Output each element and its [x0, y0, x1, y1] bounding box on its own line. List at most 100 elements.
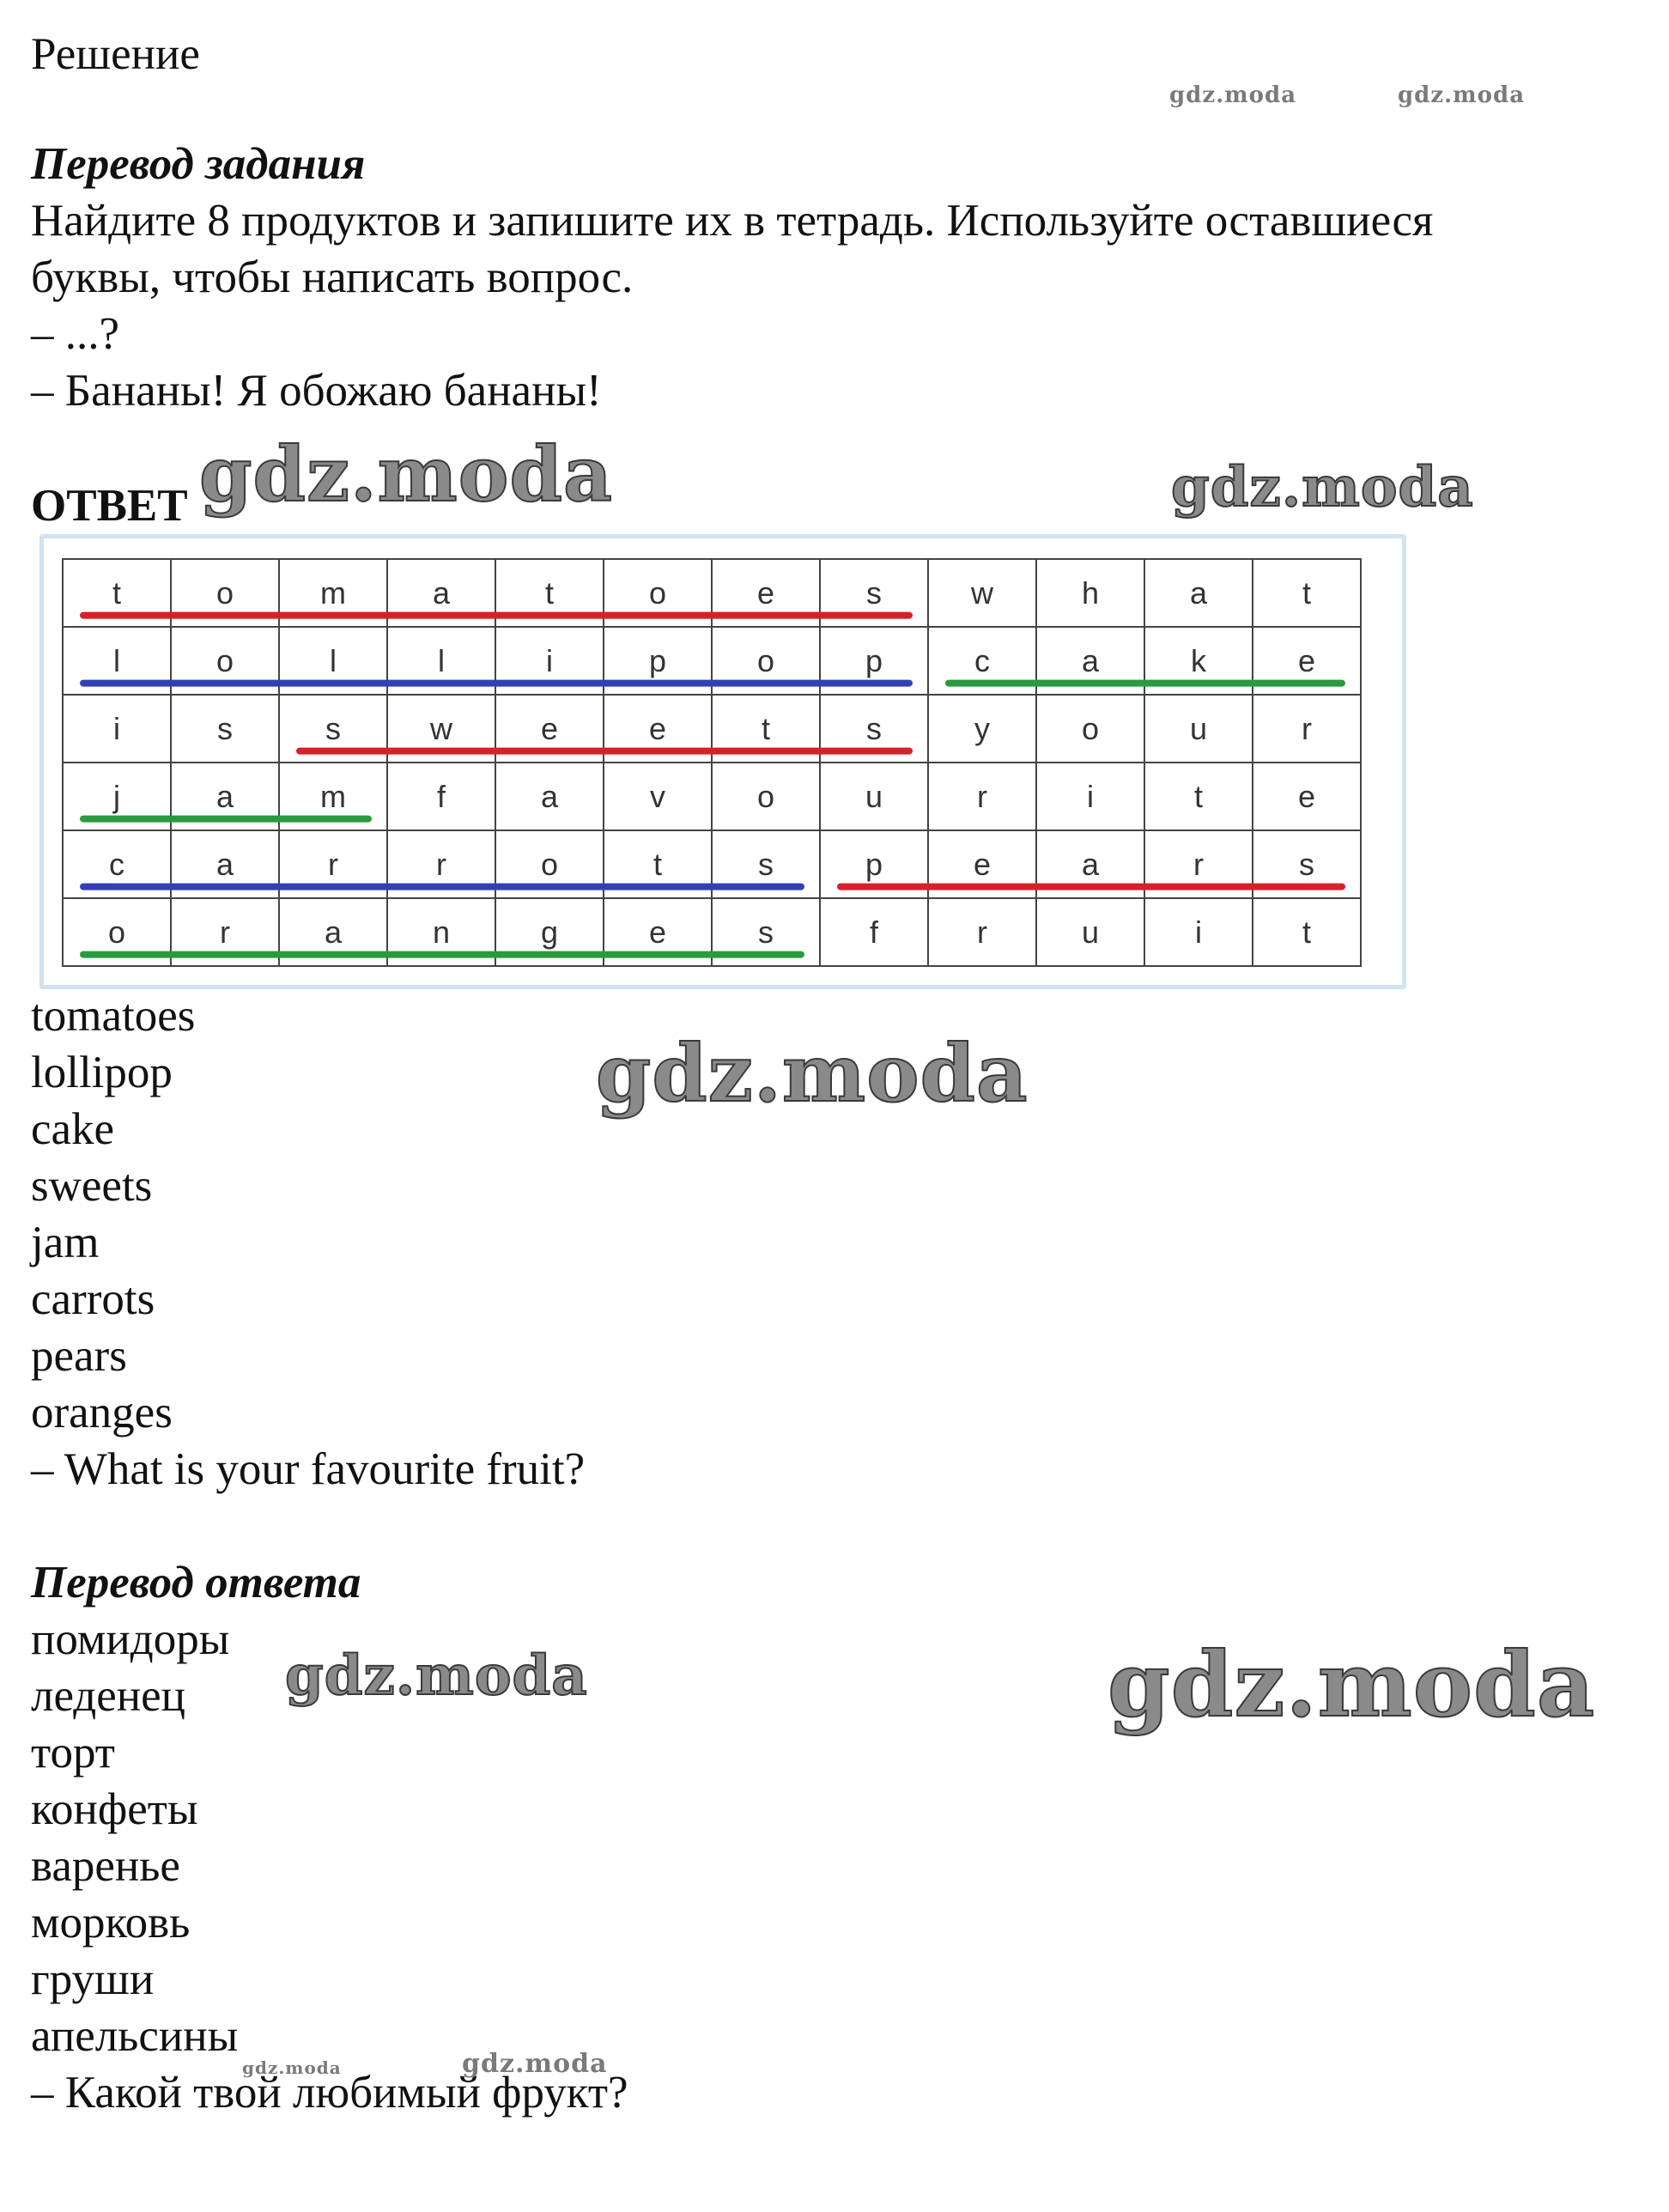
grid-cell: s [170, 694, 280, 763]
grid-cell: s [278, 694, 388, 763]
answer-word-7: pears [31, 1331, 127, 1381]
grid-cell: s [711, 897, 821, 967]
answer-label: ОТВЕТ [31, 481, 188, 531]
grid-cell: g [495, 897, 604, 967]
grid-cell: p [819, 830, 929, 899]
grid-cell: a [1035, 830, 1145, 899]
grid-cell: e [711, 558, 821, 628]
grid-cell: r [927, 762, 1037, 831]
watermark-answer-right: gdz.moda [1170, 454, 1474, 520]
answer-question: – What is your favourite fruit? [31, 1444, 586, 1494]
grid-cell: e [927, 830, 1037, 899]
answer-word-3: cake [31, 1104, 115, 1154]
grid-cell: o [711, 762, 821, 831]
grid-cell: i [495, 626, 604, 696]
watermark-translation-right: gdz.moda [1107, 1631, 1596, 1738]
grid-cell: t [62, 558, 172, 628]
grid-cell: s [819, 694, 929, 763]
translation-word-7: груши [31, 1954, 155, 2004]
grid-cell: y [927, 694, 1037, 763]
grid-cell: t [495, 558, 604, 628]
grid-cell: e [495, 694, 604, 763]
grid-cell: u [1035, 897, 1145, 967]
watermark-bottom-1: gdz.moda [242, 2057, 342, 2078]
grid-cell: j [62, 762, 172, 831]
grid-cell: h [1035, 558, 1145, 628]
watermark-bottom-2: gdz.moda [462, 2049, 608, 2079]
grid-cell: p [819, 626, 929, 696]
translation-word-8: апельсины [31, 2011, 239, 2061]
grid-cell: s [819, 558, 929, 628]
grid-cell: m [278, 558, 388, 628]
task-text-line-2: буквы, чтобы написать вопрос. [31, 252, 634, 302]
translation-word-4: конфеты [31, 1784, 198, 1834]
translation-word-5: варенье [31, 1841, 180, 1891]
translation-heading: Перевод ответа [31, 1558, 361, 1607]
grid-cell: o [1035, 694, 1145, 763]
grid-cell: a [1035, 626, 1145, 696]
grid-cell: o [62, 897, 172, 967]
translation-word-3: торт [31, 1728, 115, 1778]
answer-word-5: jam [31, 1218, 100, 1267]
grid-cell: i [1144, 897, 1253, 967]
grid-cell: a [170, 762, 280, 831]
grid-cell: r [927, 897, 1037, 967]
grid-cell: a [386, 558, 496, 628]
grid-cell: o [711, 626, 821, 696]
grid-cell: s [711, 830, 821, 899]
grid-cell: r [170, 897, 280, 967]
grid-cell: o [170, 558, 280, 628]
grid-cell: l [386, 626, 496, 696]
translation-word-1: помидоры [31, 1614, 230, 1664]
grid-cell: a [495, 762, 604, 831]
grid-cell: r [278, 830, 388, 899]
grid-cell: i [1035, 762, 1145, 831]
watermark-middle: gdz.moda [595, 1026, 1029, 1121]
grid-cell: f [819, 897, 929, 967]
watermark-top-1: gdz.moda [1169, 82, 1297, 108]
answer-word-2: lollipop [31, 1048, 173, 1097]
grid-cell: t [711, 694, 821, 763]
answer-word-6: carrots [31, 1274, 155, 1324]
grid-cell: e [603, 897, 713, 967]
task-text-line-4: – Бананы! Я обожаю бананы! [31, 366, 602, 416]
grid-cell: r [1252, 694, 1362, 763]
answer-word-8: oranges [31, 1388, 173, 1437]
grid-cell: n [386, 897, 496, 967]
translation-question: – Какой твой любимый фрукт? [31, 2068, 628, 2118]
answer-word-1: tomatoes [31, 991, 196, 1041]
watermark-translation-left: gdz.moda [284, 1643, 588, 1709]
task-text-line-3: – ...? [31, 309, 120, 359]
grid-cell: t [1144, 762, 1253, 831]
grid-cell: m [278, 762, 388, 831]
translation-word-6: морковь [31, 1898, 191, 1948]
grid-cell: c [62, 830, 172, 899]
grid-cell: k [1144, 626, 1253, 696]
grid-cell: w [386, 694, 496, 763]
grid-cell: a [170, 830, 280, 899]
grid-cell: w [927, 558, 1037, 628]
grid-cell: s [1252, 830, 1362, 899]
answer-word-4: sweets [31, 1161, 153, 1211]
grid-cell: i [62, 694, 172, 763]
grid-cell: r [1144, 830, 1253, 899]
grid-cell: t [1252, 897, 1362, 967]
grid-cell: t [1252, 558, 1362, 628]
watermark-answer-left: gdz.moda [198, 428, 614, 520]
grid-cell: u [1144, 694, 1253, 763]
grid-cell: o [603, 558, 713, 628]
grid-cell: l [62, 626, 172, 696]
grid-cell: l [278, 626, 388, 696]
grid-cell: o [170, 626, 280, 696]
grid-cell: p [603, 626, 713, 696]
grid-cell: a [1144, 558, 1253, 628]
grid-cell: c [927, 626, 1037, 696]
translation-word-2: леденец [31, 1671, 186, 1721]
